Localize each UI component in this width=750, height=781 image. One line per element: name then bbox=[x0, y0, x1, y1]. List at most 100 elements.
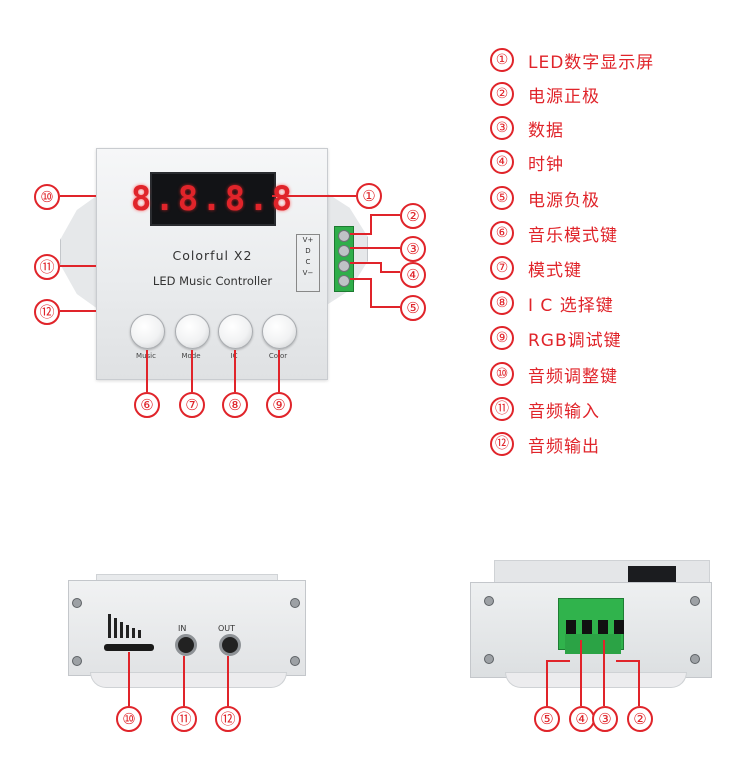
terminal-label: V+ bbox=[302, 236, 314, 244]
legend-number: ⑥ bbox=[490, 221, 514, 245]
marker-8: ⑧ bbox=[222, 392, 248, 418]
callout-line bbox=[580, 640, 582, 706]
legend-number: ⑨ bbox=[490, 326, 514, 350]
terminal-label: V− bbox=[302, 269, 314, 277]
marker-11: ⑪ bbox=[171, 706, 197, 732]
legend-number: ⑫ bbox=[490, 432, 514, 456]
terminal-slot bbox=[598, 620, 608, 634]
bolt-icon bbox=[72, 656, 82, 666]
marker-2: ② bbox=[400, 203, 426, 229]
screw-icon bbox=[338, 245, 350, 257]
bolt-icon bbox=[72, 598, 82, 608]
marker-12: ⑫ bbox=[215, 706, 241, 732]
legend-text: 电源正极 bbox=[528, 86, 600, 107]
callout-line bbox=[546, 660, 548, 706]
device-model: LED Music Controller bbox=[152, 274, 273, 288]
terminal-label-box: V+ D C V− bbox=[296, 234, 320, 292]
callout-line bbox=[616, 660, 640, 662]
legend-item: ② 电源正极 bbox=[490, 80, 600, 108]
audio-in-jack[interactable] bbox=[175, 634, 197, 656]
callout-line bbox=[603, 640, 605, 706]
terminal-slot bbox=[566, 620, 576, 634]
callout-line bbox=[546, 660, 570, 662]
legend-text: 时钟 bbox=[528, 154, 564, 175]
audio-out-jack[interactable] bbox=[219, 634, 241, 656]
side-view-bracket bbox=[505, 672, 687, 688]
color-button[interactable] bbox=[262, 314, 297, 349]
marker-9: ⑨ bbox=[266, 392, 292, 418]
legend-text: 电源负极 bbox=[528, 190, 600, 211]
callout-line bbox=[234, 350, 236, 392]
marker-10: ⑩ bbox=[34, 184, 60, 210]
callout-line bbox=[370, 306, 400, 308]
in-label: IN bbox=[178, 624, 187, 633]
legend-number: ① bbox=[490, 48, 514, 72]
marker-12: ⑫ bbox=[34, 299, 60, 325]
legend-number: ④ bbox=[490, 150, 514, 174]
legend-item: ④ 时钟 bbox=[490, 148, 564, 176]
screw-icon bbox=[338, 275, 350, 287]
marker-10: ⑩ bbox=[116, 706, 142, 732]
legend-item: ③ 数据 bbox=[490, 114, 564, 142]
legend-text: I C 选择键 bbox=[528, 295, 614, 316]
display-digits: 8.8.8.8 bbox=[130, 179, 296, 219]
callout-line bbox=[60, 195, 96, 197]
legend-number: ③ bbox=[490, 116, 514, 140]
mode-button-label: Mode bbox=[166, 352, 216, 360]
legend-number: ⑤ bbox=[490, 186, 514, 210]
legend-item: ⑩ 音频调整键 bbox=[490, 360, 618, 388]
terminal-block-base bbox=[565, 634, 621, 654]
marker-7: ⑦ bbox=[179, 392, 205, 418]
bolt-icon bbox=[484, 654, 494, 664]
legend-text: 音乐模式键 bbox=[528, 225, 618, 246]
legend-number: ⑦ bbox=[490, 256, 514, 280]
marker-4: ④ bbox=[400, 262, 426, 288]
legend-text: 音频调整键 bbox=[528, 366, 618, 387]
marker-5: ⑤ bbox=[534, 706, 560, 732]
marker-3: ③ bbox=[400, 236, 426, 262]
side-display-edge bbox=[628, 566, 676, 582]
terminal-slot bbox=[582, 620, 592, 634]
out-label: OUT bbox=[218, 624, 236, 633]
legend-item: ① LED数字显示屏 bbox=[490, 46, 654, 74]
legend-item: ⑥ 音乐模式键 bbox=[490, 219, 618, 247]
callout-line bbox=[191, 350, 193, 392]
legend-text: 音频输入 bbox=[528, 401, 600, 422]
callout-line bbox=[183, 656, 185, 706]
legend-number: ⑩ bbox=[490, 362, 514, 386]
marker-5: ⑤ bbox=[400, 295, 426, 321]
callout-line bbox=[370, 214, 372, 234]
callout-line bbox=[60, 310, 96, 312]
callout-line bbox=[278, 350, 280, 392]
music-button[interactable] bbox=[130, 314, 165, 349]
ic-button[interactable] bbox=[218, 314, 253, 349]
legend-item: ⑨ RGB调试键 bbox=[490, 324, 622, 352]
bolt-icon bbox=[690, 596, 700, 606]
callout-line bbox=[370, 278, 372, 308]
legend-text: LED数字显示屏 bbox=[528, 52, 655, 73]
terminal-label: C bbox=[305, 258, 311, 266]
callout-line bbox=[272, 195, 356, 197]
bolt-icon bbox=[290, 598, 300, 608]
mode-button[interactable] bbox=[175, 314, 210, 349]
side-view-bracket bbox=[90, 672, 287, 688]
legend-item: ⑤ 电源负极 bbox=[490, 184, 600, 212]
terminal-slot bbox=[614, 620, 624, 634]
marker-1: ① bbox=[356, 183, 382, 209]
callout-line bbox=[227, 656, 229, 706]
legend-number: ② bbox=[490, 82, 514, 106]
screw-icon bbox=[338, 230, 350, 242]
callout-line bbox=[350, 262, 380, 264]
callout-line bbox=[350, 247, 400, 249]
callout-line bbox=[146, 350, 148, 392]
bolt-icon bbox=[484, 596, 494, 606]
terminal-block bbox=[334, 226, 354, 292]
bolt-icon bbox=[290, 656, 300, 666]
legend-text: RGB调试键 bbox=[528, 330, 622, 351]
volume-bars-icon bbox=[108, 614, 144, 638]
legend-text: 数据 bbox=[528, 120, 564, 141]
audio-adjust-slot[interactable] bbox=[104, 644, 154, 651]
